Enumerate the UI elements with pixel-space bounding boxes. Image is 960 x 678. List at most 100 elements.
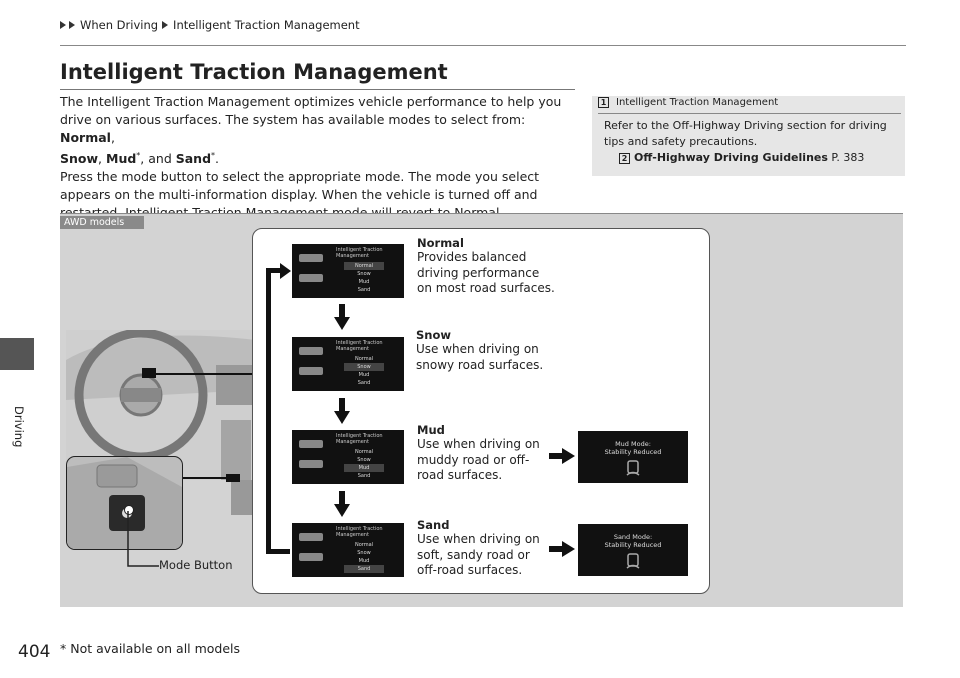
mode-desc-line: on most road surfaces.: [417, 281, 555, 295]
mode-desc-line: Use when driving on: [416, 342, 539, 356]
popup-mud: Mud Mode: Stability Reduced: [578, 431, 688, 483]
note-link-text[interactable]: Off-Highway Driving Guidelines: [634, 151, 828, 164]
display-pointer-line: [156, 373, 252, 375]
mode-desc-line: muddy road or off-: [417, 452, 530, 467]
screen-item: Normal: [354, 356, 374, 362]
button-pointer-line: [181, 477, 227, 479]
page-ref-icon: 2: [619, 153, 630, 164]
mode-title: Sand: [417, 518, 450, 532]
mode-button-label: Mode Button: [159, 558, 233, 572]
screen-header: Intelligent Traction Management: [336, 247, 383, 259]
screen-menu: Normal Snow Mud Sand: [344, 541, 384, 573]
mode-description-mud: Mud Use when driving on muddy road or of…: [417, 423, 567, 484]
breadcrumb-arrow-icon: [162, 21, 169, 29]
mode-mud-text: Mud: [106, 151, 137, 167]
screen-sand: Intelligent Traction Management Normal S…: [292, 523, 404, 577]
screen-item: Sand: [344, 565, 384, 573]
mode-button-inset: [66, 456, 183, 550]
screen-item: Mud: [344, 464, 384, 472]
mode-desc: Provides balanced driving performance on…: [417, 250, 567, 297]
mode-desc-line: Provides balanced: [417, 250, 527, 264]
vehicle-icon: [299, 440, 323, 468]
body-line: The Intelligent Traction Management opti…: [60, 94, 562, 109]
stability-icon: [626, 460, 640, 476]
stability-icon: [626, 553, 640, 569]
screen-item: Sand: [357, 380, 371, 386]
note-link[interactable]: 2 Off-Highway Driving Guidelines P. 383: [619, 151, 864, 164]
cycle-arrow-icon: [280, 263, 291, 279]
screen-item: Mud: [358, 372, 370, 378]
section-label: Driving: [12, 406, 26, 448]
screen-snow: Intelligent Traction Management Normal S…: [292, 337, 404, 391]
mode-normal-text: Normal: [60, 130, 111, 145]
mode-button-dot: [124, 505, 134, 515]
body-text-part: drive on various surfaces. The system ha…: [60, 112, 526, 127]
breadcrumb-arrow-icon: [69, 21, 75, 29]
mode-desc: Use when driving on muddy road or off- r…: [417, 437, 567, 484]
button-marker: [226, 474, 240, 482]
cycle-line-bottom: [266, 549, 290, 554]
screen-normal: Intelligent Traction Management Normal S…: [292, 244, 404, 298]
mode-desc-line: driving performance: [417, 265, 540, 280]
cycle-line: [266, 268, 271, 554]
note-heading: 1 Intelligent Traction Management: [598, 97, 778, 108]
body-text-part: , and: [140, 151, 176, 167]
note-link-page[interactable]: P. 383: [831, 151, 865, 164]
mode-desc: Use when driving on soft, sandy road or …: [417, 532, 567, 579]
note-box: [592, 96, 905, 176]
body-line: Snow, Mud*, and Sand*.: [60, 151, 220, 167]
mode-desc: Use when driving on snowy road surfaces.: [416, 342, 566, 373]
breadcrumb: When Driving Intelligent Traction Manage…: [60, 18, 360, 32]
note-heading-text: Intelligent Traction Management: [616, 97, 779, 108]
screen-item: Mud: [358, 558, 370, 564]
down-arrow-icon: [334, 398, 350, 424]
popup-sand: Sand Mode: Stability Reduced: [578, 524, 688, 576]
popup-line: Mud Mode:: [615, 440, 651, 448]
popup-line: Stability Reduced: [604, 541, 662, 549]
right-arrow-icon: [549, 448, 575, 464]
vehicle-icon: [299, 347, 323, 375]
mode-button-inset-drawing: [67, 457, 182, 549]
breadcrumb-arrow-icon: [60, 21, 66, 29]
page-number: 404: [18, 642, 51, 662]
screen-item: Mud: [358, 279, 370, 285]
mode-desc-line: soft, sandy road or: [417, 547, 530, 562]
breadcrumb-item[interactable]: When Driving: [80, 18, 159, 32]
note-ref-icon: 1: [598, 97, 609, 108]
screen-mud: Intelligent Traction Management Normal S…: [292, 430, 404, 484]
note-rule: [598, 113, 901, 114]
mode-snow-text: Snow: [60, 151, 99, 167]
screen-menu: Normal Snow Mud Sand: [344, 262, 384, 294]
right-arrow-icon: [549, 541, 575, 557]
mode-title: Snow: [416, 328, 451, 342]
body-line: drive on various surfaces. The system ha…: [60, 112, 526, 145]
mode-sand-text: Sand: [175, 151, 212, 167]
footnote-star: *: [136, 151, 141, 160]
mode-desc-line: Use when driving on: [417, 437, 540, 451]
screen-item: Snow: [357, 271, 371, 277]
mode-description-sand: Sand Use when driving on soft, sandy roa…: [417, 518, 567, 579]
mode-desc-line: road surfaces.: [417, 468, 503, 482]
screen-item: Normal: [354, 449, 374, 455]
footnote: * Not available on all models: [60, 641, 241, 656]
breadcrumb-item[interactable]: Intelligent Traction Management: [173, 18, 360, 32]
screen-item: Normal: [344, 262, 384, 270]
screen-item: Snow: [344, 363, 384, 371]
title-rule: [60, 89, 575, 90]
header-rule: [60, 45, 906, 46]
cycle-line-top: [266, 268, 282, 273]
mode-description-snow: Snow Use when driving on snowy road surf…: [416, 328, 566, 373]
screen-header: Intelligent Traction Management: [336, 526, 383, 538]
mode-button-callout-line: [127, 511, 159, 567]
screen-menu: Normal Snow Mud Sand: [344, 355, 384, 387]
section-tab: [0, 338, 34, 370]
note-text: Refer to the Off-Highway Driving section…: [604, 119, 887, 148]
mode-desc-line: off-road surfaces.: [417, 563, 523, 577]
popup-line: Stability Reduced: [604, 448, 662, 456]
mode-description-normal: Normal Provides balanced driving perform…: [417, 236, 567, 297]
display-marker: [142, 368, 156, 378]
mode-title: Mud: [417, 423, 445, 437]
mode-desc-line: snowy road surfaces.: [416, 357, 544, 372]
footnote-star: *: [211, 151, 216, 160]
vehicle-icon: [299, 254, 323, 282]
